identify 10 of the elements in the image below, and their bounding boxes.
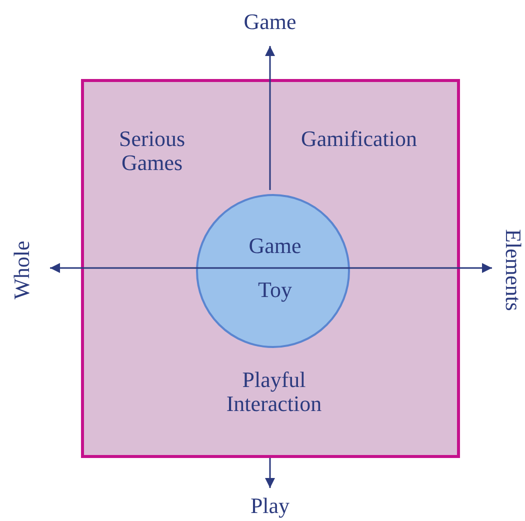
square-region	[81, 79, 460, 458]
axis-label: Game	[242, 10, 298, 34]
axis-label: Whole	[10, 240, 34, 302]
quadrant-label: Gamification	[300, 127, 418, 151]
quadrant-label: Playful Interaction	[225, 368, 323, 416]
circle-label: Game	[248, 234, 302, 258]
quadrant-label: Serious Games	[118, 127, 186, 175]
axis-label: Play	[249, 494, 291, 518]
axis-label: Elements	[501, 228, 525, 313]
circle-label: Toy	[257, 278, 293, 302]
